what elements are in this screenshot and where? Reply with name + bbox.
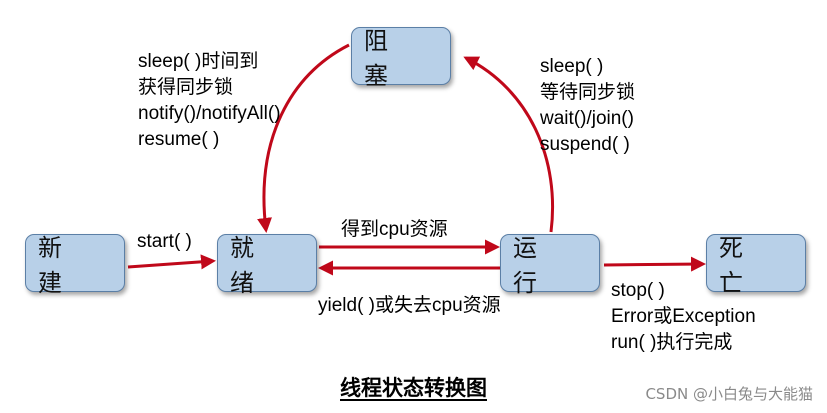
- arrow-running-to-dead: [603, 256, 706, 272]
- state-new: 新 建: [25, 234, 125, 297]
- state-running: 运 行: [500, 234, 600, 297]
- label-ready-to-running: 得到cpu资源: [341, 219, 448, 240]
- label-line: run( )执行完成: [611, 332, 733, 353]
- label-line: 获得同步锁: [138, 77, 234, 98]
- label-new-to-ready: start( ): [137, 231, 192, 252]
- label-line: stop( ): [611, 280, 665, 301]
- state-dead: 死 亡: [706, 234, 806, 297]
- label-line: suspend( ): [540, 134, 630, 155]
- label-line: sleep( )时间到: [138, 51, 259, 72]
- label-line: resume( ): [138, 129, 220, 150]
- diagram-title: 线程状态转换图: [340, 376, 487, 400]
- label-line: 等待同步锁: [540, 82, 636, 103]
- state-blocked: 阻 塞: [351, 27, 451, 90]
- label-line: sleep( ): [540, 56, 604, 77]
- label-running-to-blocked: sleep( ) 等待同步锁 wait()/join() suspend( ): [540, 54, 635, 158]
- label-running-to-ready: yield( )或失去cpu资源: [318, 295, 501, 316]
- arrow-blocked-to-ready: [257, 43, 350, 233]
- watermark: CSDN @小白兔与大能猫: [645, 385, 813, 403]
- arrow-new-to-ready: [127, 254, 216, 270]
- label-line: notify()/notifyAll(): [138, 103, 281, 124]
- state-ready: 就 绪: [217, 234, 317, 297]
- label-line: Error或Exception: [611, 306, 756, 327]
- arrow-running-to-blocked: [463, 56, 555, 233]
- label-running-to-dead: stop( ) Error或Exception run( )执行完成: [611, 278, 756, 356]
- label-line: wait()/join(): [540, 108, 634, 129]
- label-blocked-to-ready: sleep( )时间到 获得同步锁 notify()/notifyAll() r…: [138, 49, 281, 153]
